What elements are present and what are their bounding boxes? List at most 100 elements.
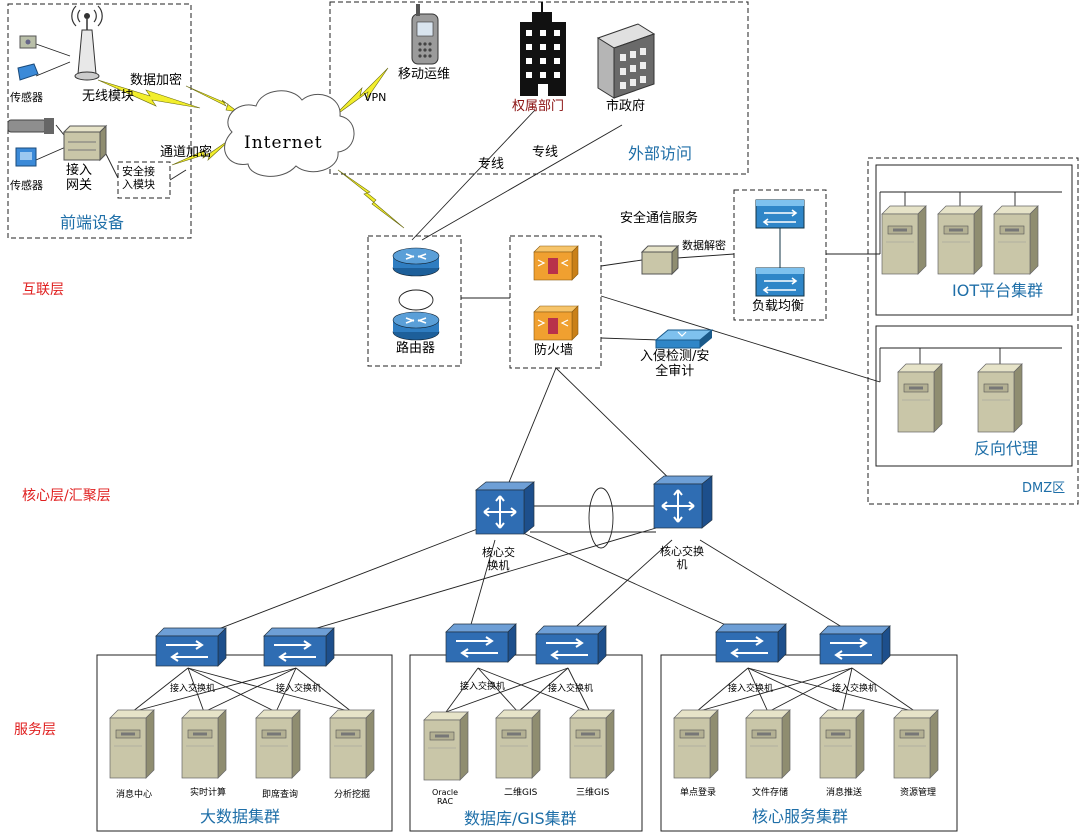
sensor-icon <box>19 35 37 49</box>
database-cluster-box <box>409 654 643 832</box>
iot-cluster-box <box>875 164 1073 316</box>
bigdata-cluster-box <box>96 654 393 832</box>
lightning-icon <box>185 85 239 113</box>
access-switch-icon <box>715 623 787 663</box>
access-switch-label: 接入交换机 <box>460 682 506 692</box>
server-label: 文件存储 <box>752 788 789 798</box>
server-icon <box>993 205 1039 275</box>
load-balancer-icon <box>755 199 805 297</box>
vpn-label: VPN <box>364 91 387 104</box>
server-icon <box>745 709 791 779</box>
server-icon <box>109 709 155 779</box>
channel-encryption-label: 通道加密 <box>160 145 213 160</box>
access-switch-label: 接入交换机 <box>832 684 878 694</box>
router-label: 路由器 <box>396 341 436 356</box>
sensor-icon <box>17 63 39 81</box>
secure-comm-service-label: 安全通信服务 <box>620 211 699 226</box>
camera-icon <box>7 118 54 134</box>
server-label: 分析挖掘 <box>334 790 371 800</box>
access-switch-icon <box>263 627 335 667</box>
ids-audit-label: 入侵检测/安 全审计 <box>640 349 710 379</box>
crypto-device-icon <box>640 244 680 276</box>
sensor-icon <box>15 147 37 167</box>
core-switch-icon <box>653 475 713 529</box>
mobile-ops-label: 移动运维 <box>398 67 451 82</box>
city-gov-label: 市政府 <box>606 99 646 114</box>
external-access-title: 外部访问 <box>628 144 693 163</box>
access-switch-label: 接入交换机 <box>170 684 216 694</box>
sensor-label: 传感器 <box>10 91 43 104</box>
server-icon <box>937 205 983 275</box>
server-icon <box>819 709 865 779</box>
internet-label: Internet <box>244 133 323 153</box>
server-icon <box>893 709 939 779</box>
access-switch-icon <box>819 625 891 665</box>
authority-dept-label: 权属部门 <box>512 99 565 114</box>
database-cluster-title: 数据库/GIS集群 <box>464 809 577 828</box>
lightning-icon <box>337 169 405 229</box>
secure-access-module-label: 安全接 入模块 <box>122 165 155 191</box>
government-building-icon <box>596 23 656 99</box>
access-switch-icon <box>535 625 607 665</box>
server-icon <box>897 363 943 433</box>
core-switch-label: 核心交 换机 <box>482 546 515 572</box>
access-switch-icon <box>155 627 227 667</box>
server-label: 单点登录 <box>680 788 717 798</box>
router-icon <box>392 247 440 277</box>
server-icon <box>569 709 615 779</box>
reverse-proxy-box <box>875 325 1073 467</box>
coreservice-cluster-title: 核心服务集群 <box>752 807 849 826</box>
access-switch-label: 接入交换机 <box>548 684 594 694</box>
access-switch-icon <box>445 623 517 663</box>
server-icon <box>977 363 1023 433</box>
lightning-icon <box>97 79 201 109</box>
server-label: 消息中心 <box>116 790 153 800</box>
reverse-proxy-label: 反向代理 <box>974 439 1039 458</box>
coreservice-cluster-box <box>660 654 958 832</box>
router-icon <box>392 311 440 341</box>
dmz-group <box>867 157 1079 505</box>
ids-device-icon <box>654 329 714 349</box>
server-label: 消息推送 <box>826 788 863 798</box>
front-end-title: 前端设备 <box>60 213 125 232</box>
lightning-icon <box>331 67 389 119</box>
firewall-label: 防火墙 <box>534 343 574 358</box>
office-building-icon <box>520 2 566 96</box>
data-encryption-label: 数据加密 <box>130 73 183 88</box>
antenna-tower-icon <box>71 5 103 81</box>
layer-service: 服务层 <box>14 722 56 738</box>
server-icon <box>423 711 469 781</box>
data-decrypt-label: 数据解密 <box>682 239 726 252</box>
access-switch-label: 接入交换机 <box>728 684 774 694</box>
access-gateway-label: 接入 网关 <box>66 163 93 193</box>
dmz-title: DMZ区 <box>1022 481 1066 496</box>
server-icon <box>495 709 541 779</box>
firewall-group <box>509 235 602 369</box>
server-label: 实时计算 <box>190 788 227 798</box>
secure-module-box <box>117 161 171 199</box>
dedicated-line-label: 专线 <box>478 157 505 172</box>
internet-cloud-icon <box>224 90 355 177</box>
server-icon <box>255 709 301 779</box>
firewall-icon <box>533 305 579 341</box>
core-switch-label: 核心交换 机 <box>660 545 704 571</box>
load-balance-group <box>733 189 827 321</box>
external-access-group <box>329 1 749 175</box>
core-switch-icon <box>475 481 535 535</box>
access-switch-label: 接入交换机 <box>276 684 322 694</box>
sensor-label: 传感器 <box>10 179 43 192</box>
server-label: 二维GIS <box>504 788 538 798</box>
server-icon <box>881 205 927 275</box>
iot-cluster-label: IOT平台集群 <box>952 281 1044 300</box>
server-label: 三维GIS <box>576 788 610 798</box>
server-label: Oracle RAC <box>432 788 459 807</box>
server-label: 即席查询 <box>262 790 299 800</box>
bigdata-cluster-title: 大数据集群 <box>200 807 281 826</box>
server-icon <box>329 709 375 779</box>
server-label: 资源管理 <box>900 788 937 798</box>
load-balance-label: 负载均衡 <box>752 299 805 314</box>
router-group <box>367 235 462 367</box>
gateway-icon <box>62 124 108 162</box>
mobile-phone-icon <box>411 4 439 65</box>
server-icon <box>673 709 719 779</box>
